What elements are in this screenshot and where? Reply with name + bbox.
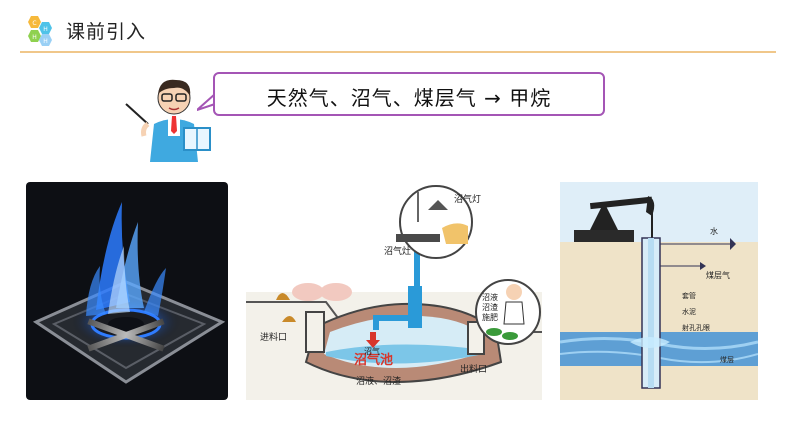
gas-stove-photo (26, 182, 228, 400)
label-gas: 沼气 (364, 346, 380, 356)
hexagon-logo-icon: C H H H (28, 16, 52, 46)
speech-bubble: 天然气、沼气、煤层气 → 甲烷 (213, 72, 605, 116)
label-feed-inlet: 进料口 (260, 331, 287, 343)
label-fertilizer-3: 施肥 (482, 312, 498, 322)
label-fertilizer-2: 沼渣 (482, 302, 498, 312)
logo-letter-h1: H (43, 26, 48, 33)
label-coal-seam: 煤层 (720, 355, 734, 364)
label-tank: 沼气池 (354, 352, 393, 368)
logo-letter-h2: H (32, 34, 37, 41)
flame-icon (32, 202, 226, 384)
label-cement: 水泥 (682, 307, 696, 316)
coalbed-methane-diagram: 水 煤层气 套管 水泥 射孔孔眼 煤层 (560, 182, 758, 400)
logo-letter-c: C (32, 20, 36, 27)
pig-icon (292, 283, 324, 301)
pump-jack-icon (574, 196, 655, 242)
label-stove: 沼气灶 (384, 245, 411, 257)
logo-letter-h3: H (43, 38, 48, 45)
title-divider (20, 51, 776, 53)
label-outlet: 出料口 (460, 363, 487, 375)
label-water: 水 (710, 226, 718, 236)
label-fertilizer-1: 沼液 (482, 292, 498, 302)
label-casing: 套管 (682, 291, 696, 300)
label-perforation: 射孔孔眼 (682, 323, 710, 332)
bubble-text: 天然气、沼气、煤层气 → 甲烷 (266, 86, 552, 110)
pig-icon (320, 283, 352, 301)
label-lamp: 沼气灯 (454, 193, 481, 205)
label-residue: 沼液、沼渣 (356, 375, 401, 387)
teacher-illustration (125, 79, 211, 162)
label-coalbed-gas: 煤层气 (706, 270, 730, 280)
biogas-diagram: 沼气灯 沼气灶 进料口 沼气池 沼气 沼液、沼渣 出料口 沼液 沼渣 施肥 (246, 182, 542, 400)
page-title: 课前引入 (66, 21, 147, 43)
